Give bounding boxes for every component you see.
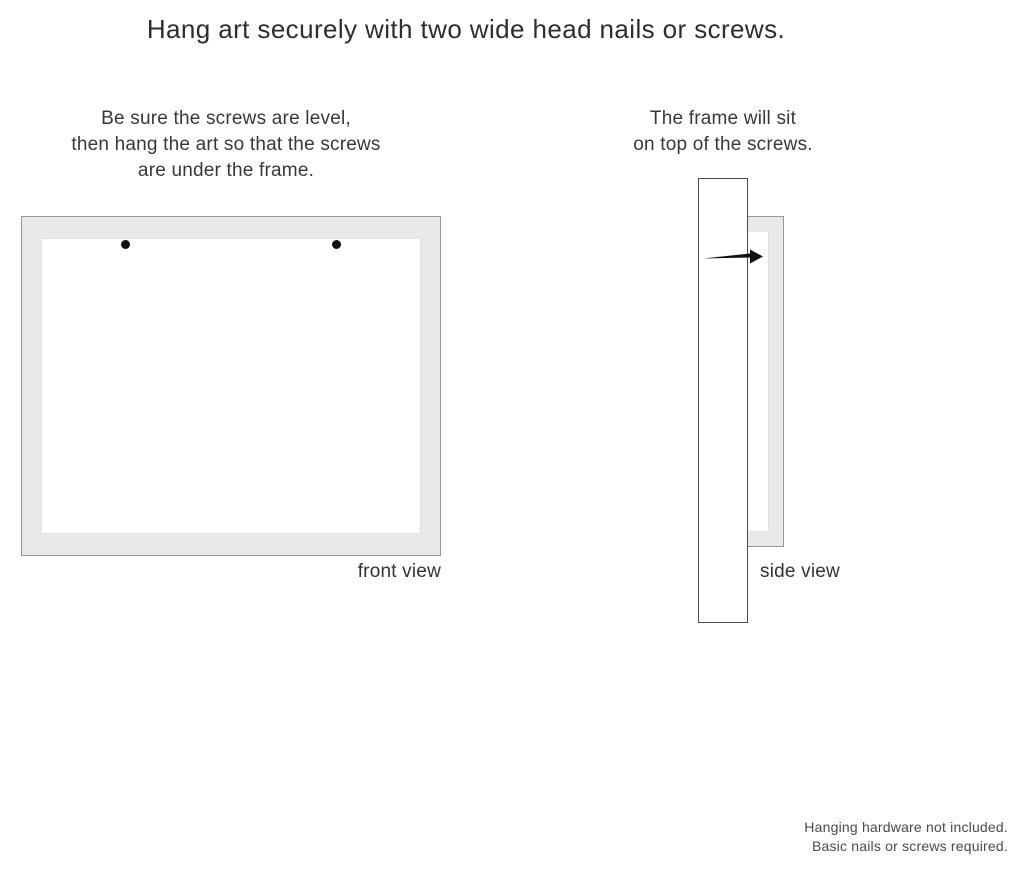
- screw-left-icon: [121, 240, 130, 249]
- side-view-label: side view: [760, 561, 840, 582]
- side-instruction-line-2: on top of the screws.: [633, 134, 813, 155]
- nail-head: [750, 249, 763, 264]
- side-view-wall: [698, 178, 748, 623]
- front-view-frame-inner-mat: [41, 238, 421, 534]
- screw-right-icon: [332, 240, 341, 249]
- disclaimer-line-2: Basic nails or screws required.: [811, 838, 1008, 854]
- side-view-frame-profile: [747, 216, 784, 547]
- front-view-instructions: Be sure the screws are level, then hang …: [0, 106, 452, 184]
- front-instruction-line-1: Be sure the screws are level,: [101, 108, 351, 129]
- front-instruction-line-2: then hang the art so that the screws: [71, 134, 381, 155]
- front-instruction-line-3: are under the frame.: [137, 160, 315, 181]
- nail-shaft: [703, 253, 750, 259]
- side-view-instructions: The frame will sit on top of the screws.: [571, 106, 875, 158]
- disclaimer-line-1: Hanging hardware not included.: [804, 819, 1008, 835]
- side-instruction-line-1: The frame will sit: [649, 108, 797, 129]
- side-view-frame-inner: [748, 231, 769, 532]
- nail-icon: [703, 249, 763, 264]
- hardware-disclaimer: Hanging hardware not included. Basic nai…: [804, 818, 1008, 856]
- front-view-frame: [21, 216, 441, 556]
- front-view-label: front view: [357, 561, 441, 582]
- page-title: Hang art securely with two wide head nai…: [146, 14, 786, 44]
